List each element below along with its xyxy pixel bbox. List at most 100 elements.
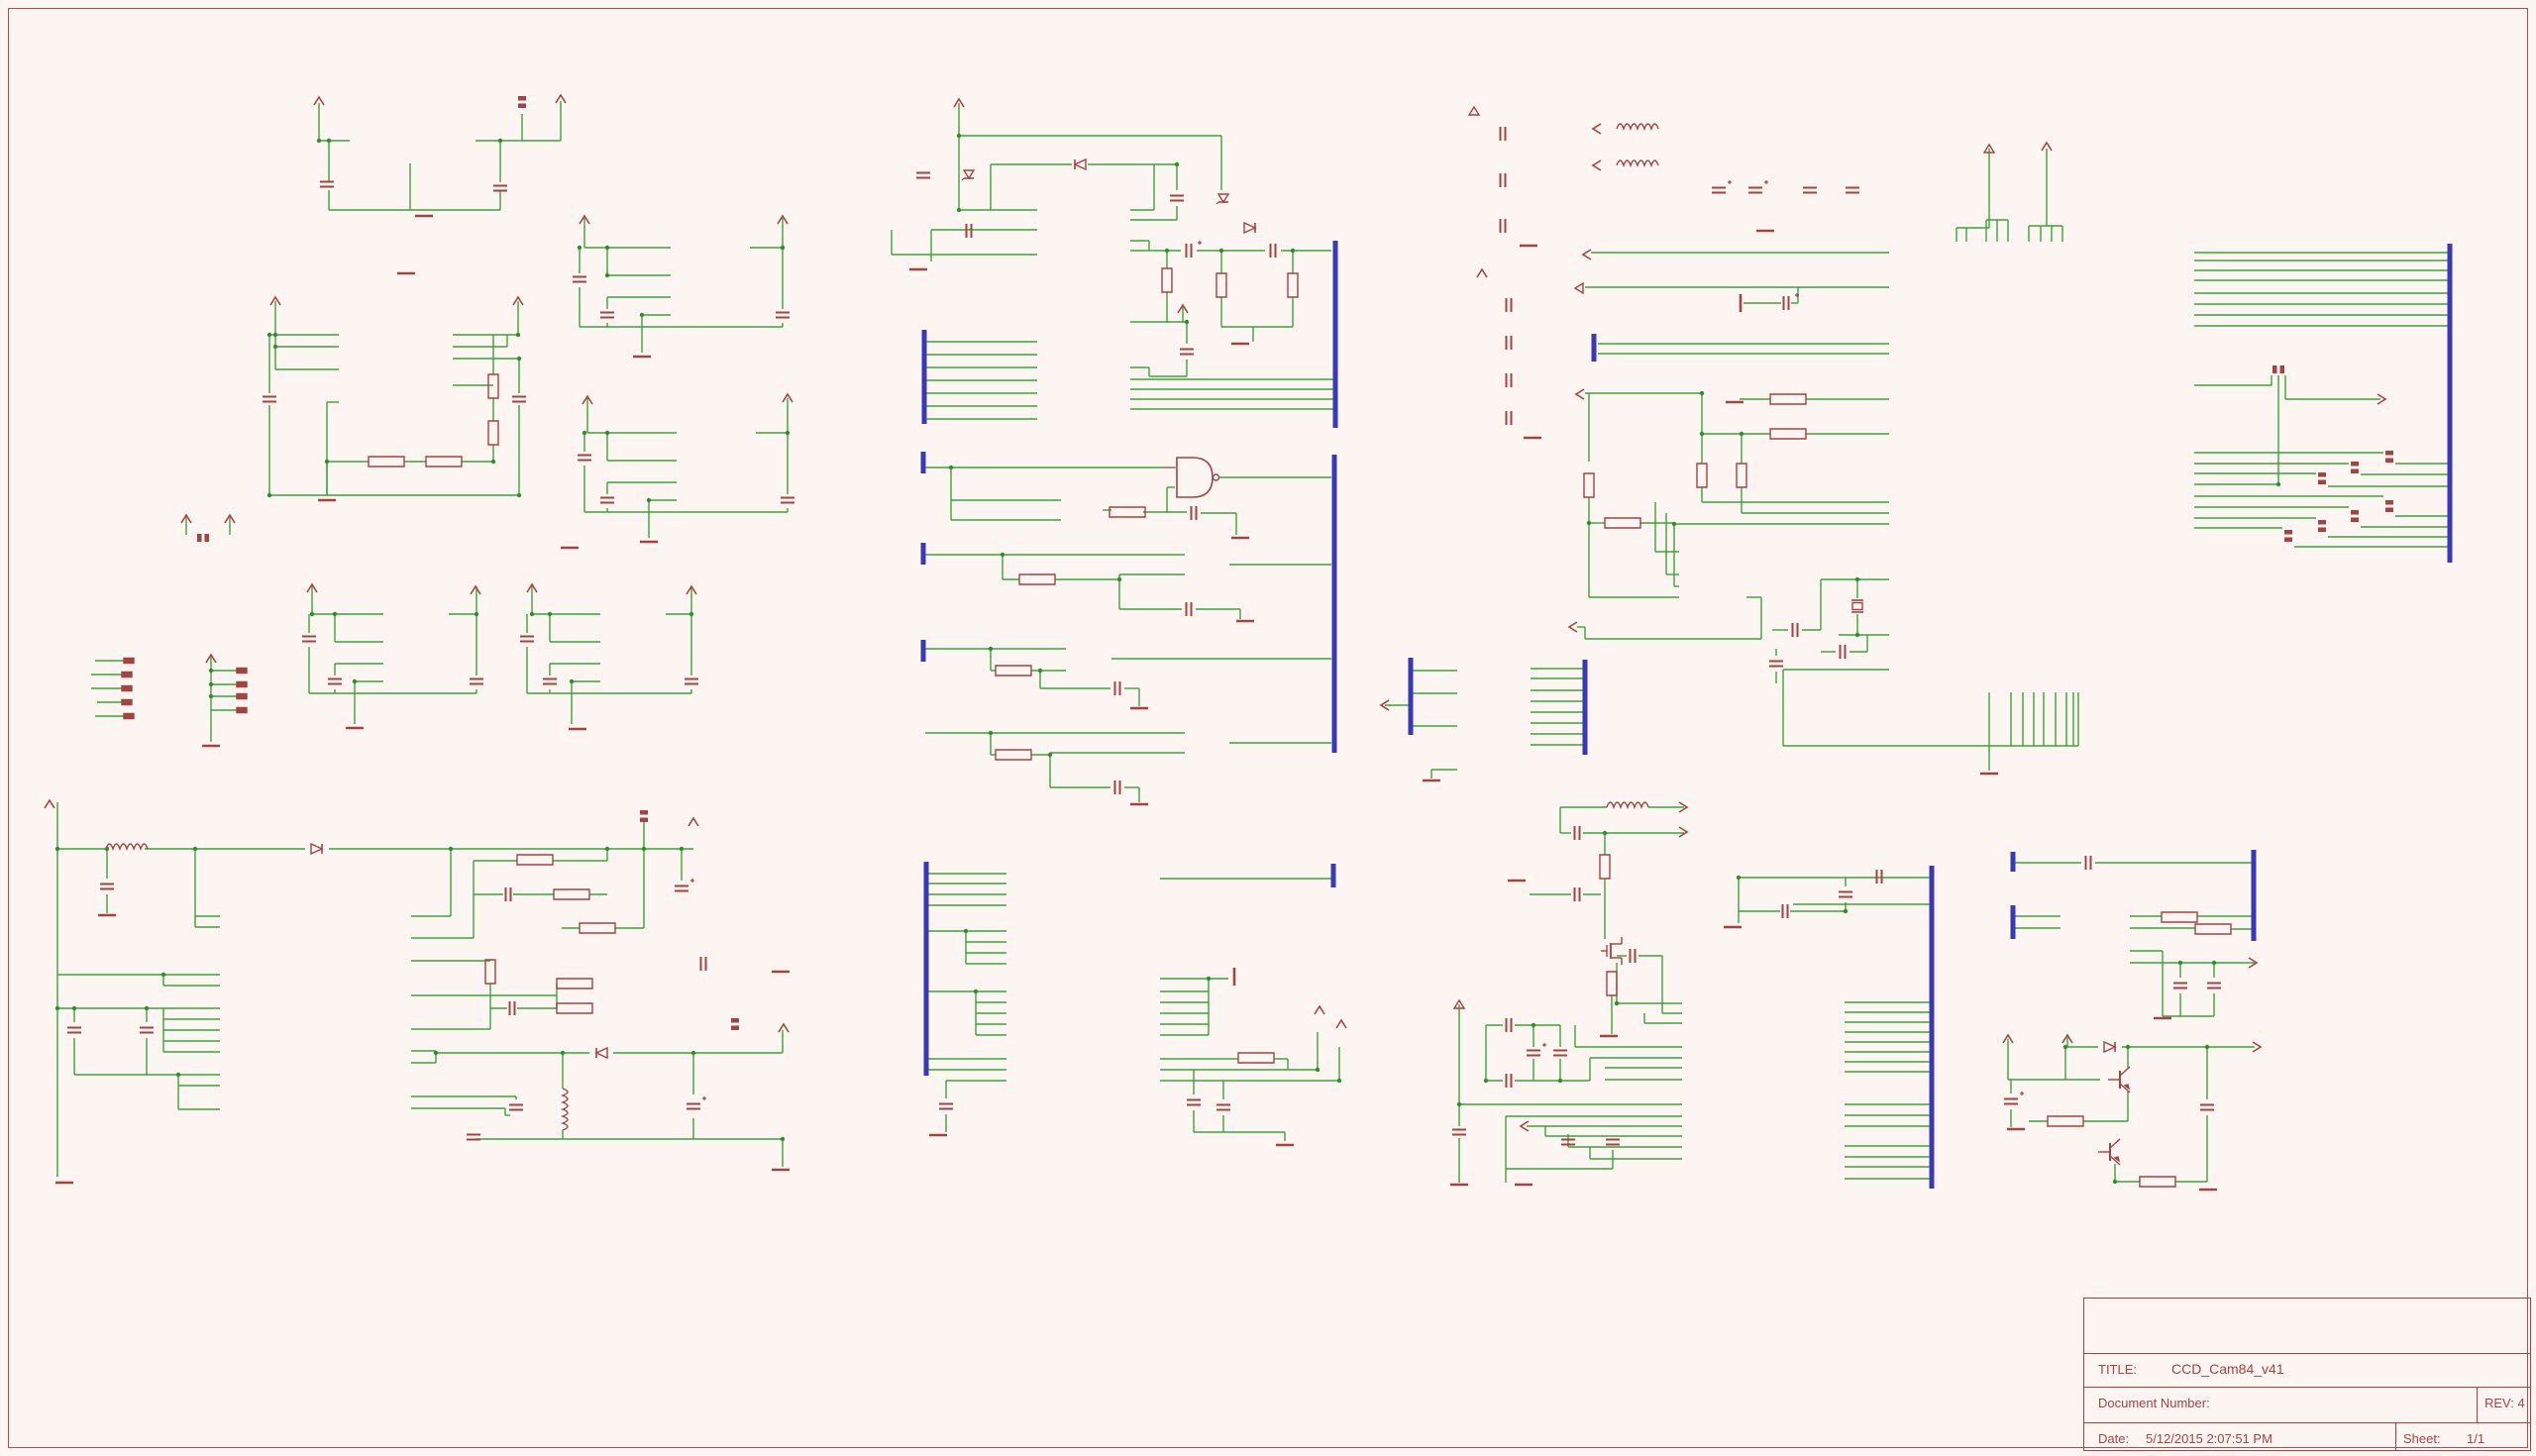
component-C28[interactable]	[939, 1102, 953, 1110]
component-D2[interactable]	[594, 1046, 608, 1060]
component-C31[interactable]	[1113, 780, 1121, 794]
jumper-pad[interactable]	[2318, 479, 2326, 485]
component-C41[interactable]	[1499, 127, 1507, 141]
component-C43[interactable]	[1499, 219, 1507, 233]
jumper-pad[interactable]	[197, 534, 202, 542]
component-C50[interactable]	[1527, 1043, 1546, 1057]
component-D3[interactable]	[961, 169, 976, 181]
jumper-pad[interactable]	[2284, 537, 2292, 543]
component-R28[interactable]	[2139, 1176, 2176, 1188]
component-C36[interactable]	[1187, 1098, 1201, 1106]
component-R11[interactable]	[995, 665, 1032, 676]
component-R29[interactable]	[2161, 911, 2198, 923]
component-R10[interactable]	[579, 922, 616, 934]
component-R23[interactable]	[1736, 463, 1747, 488]
component-C72[interactable]	[2207, 982, 2221, 989]
component-C20[interactable]	[543, 677, 557, 685]
component-C10[interactable]	[493, 184, 507, 192]
jumper-pad[interactable]	[2272, 365, 2277, 373]
component-C3[interactable]	[140, 1026, 154, 1034]
component-R7[interactable]	[553, 888, 590, 900]
component-C38[interactable]	[1216, 1103, 1230, 1111]
component-C22[interactable]	[687, 1096, 706, 1110]
jumper-pad[interactable]	[2351, 462, 2359, 467]
component-C35[interactable]	[1185, 602, 1193, 616]
jumper-pad[interactable]	[204, 534, 210, 542]
jumper-pad[interactable]	[731, 1018, 739, 1023]
jumper-pad[interactable]	[2318, 527, 2326, 533]
component-C68[interactable]	[2004, 1092, 2024, 1105]
component-C46[interactable]	[1505, 373, 1513, 387]
component-C18[interactable]	[600, 311, 614, 319]
component-C1[interactable]	[67, 1026, 81, 1034]
component-pad[interactable]	[121, 671, 133, 678]
component-D6[interactable]	[1243, 221, 1257, 235]
component-R26[interactable]	[1769, 428, 1807, 440]
component-C55[interactable]	[1606, 1138, 1620, 1146]
component-pad[interactable]	[123, 657, 135, 665]
component-C29[interactable]	[965, 224, 973, 238]
component-C27[interactable]	[916, 171, 930, 179]
component-C51[interactable]	[1553, 1049, 1567, 1057]
component-L1[interactable]	[105, 843, 149, 852]
jumper-pad[interactable]	[2385, 458, 2393, 464]
component-C63[interactable]	[1791, 623, 1799, 637]
component-R12[interactable]	[995, 749, 1032, 761]
component-pad[interactable]	[236, 692, 248, 700]
component-C40[interactable]	[1452, 1128, 1466, 1136]
component-C66[interactable]	[1846, 186, 1859, 194]
component-C70[interactable]	[2173, 982, 2187, 989]
component-C2[interactable]	[100, 883, 114, 890]
component-R16[interactable]	[1215, 272, 1227, 298]
jumper-pad[interactable]	[2279, 365, 2285, 373]
component-pad[interactable]	[236, 667, 248, 675]
component-C13[interactable]	[508, 1001, 516, 1015]
component-pad[interactable]	[121, 684, 133, 692]
component-C69[interactable]	[2084, 856, 2092, 870]
component-R8[interactable]	[556, 978, 593, 989]
component-Q1[interactable]	[1601, 937, 1623, 965]
jumper-pad[interactable]	[2385, 507, 2393, 513]
jumper-pad[interactable]	[640, 817, 648, 823]
component-pad[interactable]	[121, 698, 133, 706]
component-R15[interactable]	[1161, 267, 1173, 293]
component-R25[interactable]	[1604, 517, 1641, 529]
component-R4[interactable]	[487, 373, 499, 399]
component-C39[interactable]	[1269, 244, 1277, 258]
component-Q2[interactable]	[2098, 1138, 2121, 1166]
component-C9[interactable]	[504, 887, 512, 901]
jumper-pad[interactable]	[2318, 520, 2326, 525]
component-C30[interactable]	[1113, 681, 1121, 695]
component-T1[interactable]	[2108, 1066, 2131, 1093]
component-pad[interactable]	[236, 706, 248, 714]
component-C44[interactable]	[1505, 298, 1513, 312]
jumper-pad[interactable]	[2351, 510, 2359, 515]
component-R18[interactable]	[1287, 272, 1299, 298]
jumper-pad[interactable]	[731, 1025, 739, 1031]
component-C54[interactable]	[1573, 887, 1581, 901]
component-C49[interactable]	[1505, 1074, 1513, 1088]
jumper-pad[interactable]	[2351, 468, 2359, 474]
component-R9[interactable]	[556, 1002, 593, 1014]
jumper-pad[interactable]	[518, 96, 526, 101]
component-R1[interactable]	[368, 456, 405, 468]
component-C8[interactable]	[467, 1133, 480, 1141]
jumper-pad[interactable]	[2351, 517, 2359, 523]
component-C67[interactable]	[1875, 870, 1883, 884]
component-C37[interactable]	[1190, 506, 1198, 520]
component-C6[interactable]	[302, 635, 316, 643]
jumper-pad[interactable]	[518, 103, 526, 109]
component-C56[interactable]	[1629, 949, 1637, 963]
component-pad[interactable]	[236, 680, 248, 688]
component-C57[interactable]	[1712, 180, 1732, 194]
component-R5[interactable]	[484, 959, 496, 985]
component-R13[interactable]	[1018, 573, 1056, 585]
component-R21[interactable]	[1606, 971, 1618, 996]
component-R30[interactable]	[2194, 923, 2232, 935]
component-R17[interactable]	[1237, 1052, 1275, 1064]
component-C33[interactable]	[1180, 348, 1194, 356]
component-C4[interactable]	[263, 395, 276, 403]
jumper-pad[interactable]	[640, 810, 648, 815]
component-D5[interactable]	[1215, 193, 1230, 205]
component-C48[interactable]	[1505, 1018, 1513, 1032]
